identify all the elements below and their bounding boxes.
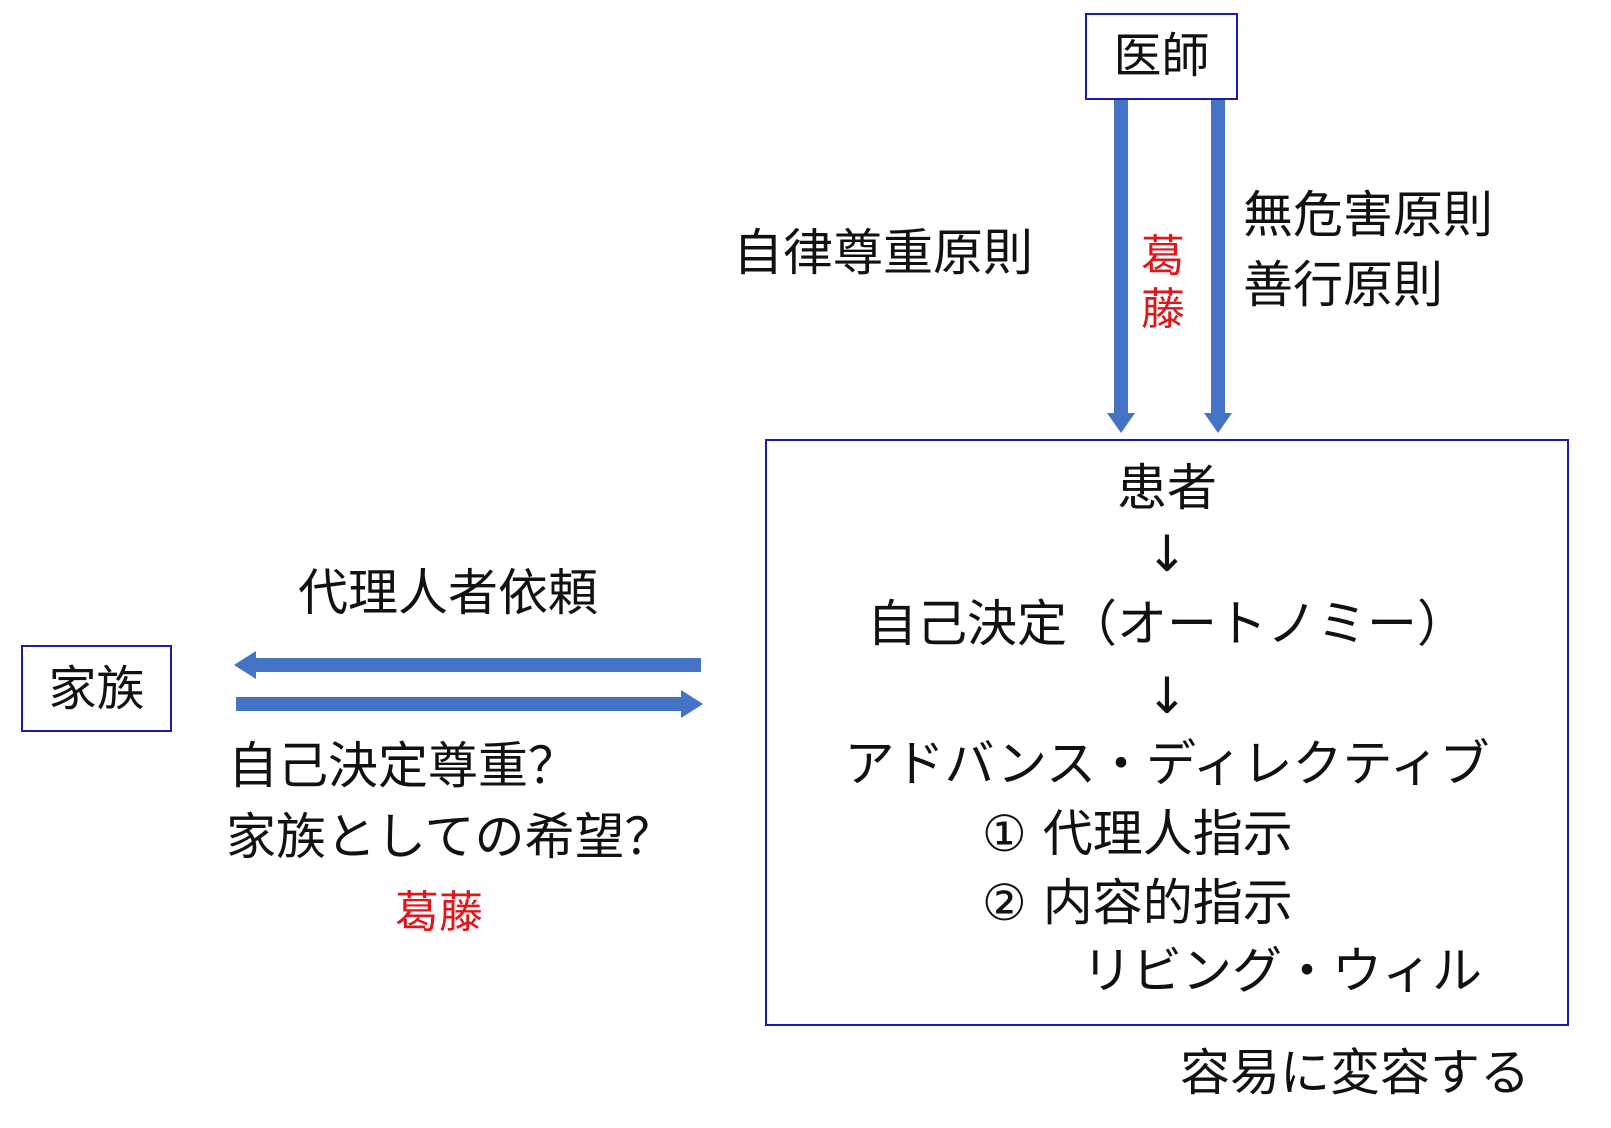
patient-title: 患者: [1117, 459, 1217, 517]
self-decision-label: 自己決定（オートノミー）: [867, 595, 1467, 653]
right-arrow-to-patient: [236, 690, 703, 718]
conflict-label-vertical-2: 藤: [1141, 284, 1185, 335]
down-arrow-autonomy: [1107, 98, 1135, 433]
conflict-label-horizontal: 葛藤: [395, 887, 483, 938]
doctor-label: 医師: [1113, 28, 1210, 84]
principle-autonomy-label: 自律尊重原則: [733, 224, 1033, 282]
principle-nonmaleficence-label: 無危害原則: [1243, 186, 1493, 244]
principle-beneficence-label: 善行原則: [1243, 256, 1443, 314]
doctor-box: 医師: [1085, 13, 1238, 100]
directive-item-proxy: ① 代理人指示: [982, 805, 1293, 863]
family-question-family-wish: 家族としての希望？: [226, 808, 675, 866]
directive-item-living-will: リビング・ウィル: [1082, 942, 1482, 1000]
family-question-self-decision: 自己決定尊重？: [228, 737, 578, 795]
footnote-label: 容易に変容する: [1180, 1044, 1530, 1102]
family-label: 家族: [48, 661, 145, 717]
conflict-label-vertical-1: 葛: [1141, 231, 1185, 282]
family-box: 家族: [21, 645, 172, 732]
left-arrow-to-family: [234, 651, 701, 679]
down-arrow-beneficence: [1204, 98, 1232, 433]
down-arrow-glyph-2: ↓: [1146, 667, 1188, 725]
advance-directive-label: アドバンス・ディレクティブ: [844, 735, 1490, 793]
down-arrow-glyph-1: ↓: [1146, 525, 1188, 583]
directive-item-content: ② 内容的指示: [982, 874, 1293, 932]
patient-box: 患者 ↓ 自己決定（オートノミー） ↓ アドバンス・ディレクティブ ① 代理人指…: [765, 439, 1569, 1026]
proxy-request-label: 代理人者依頼: [298, 564, 598, 622]
